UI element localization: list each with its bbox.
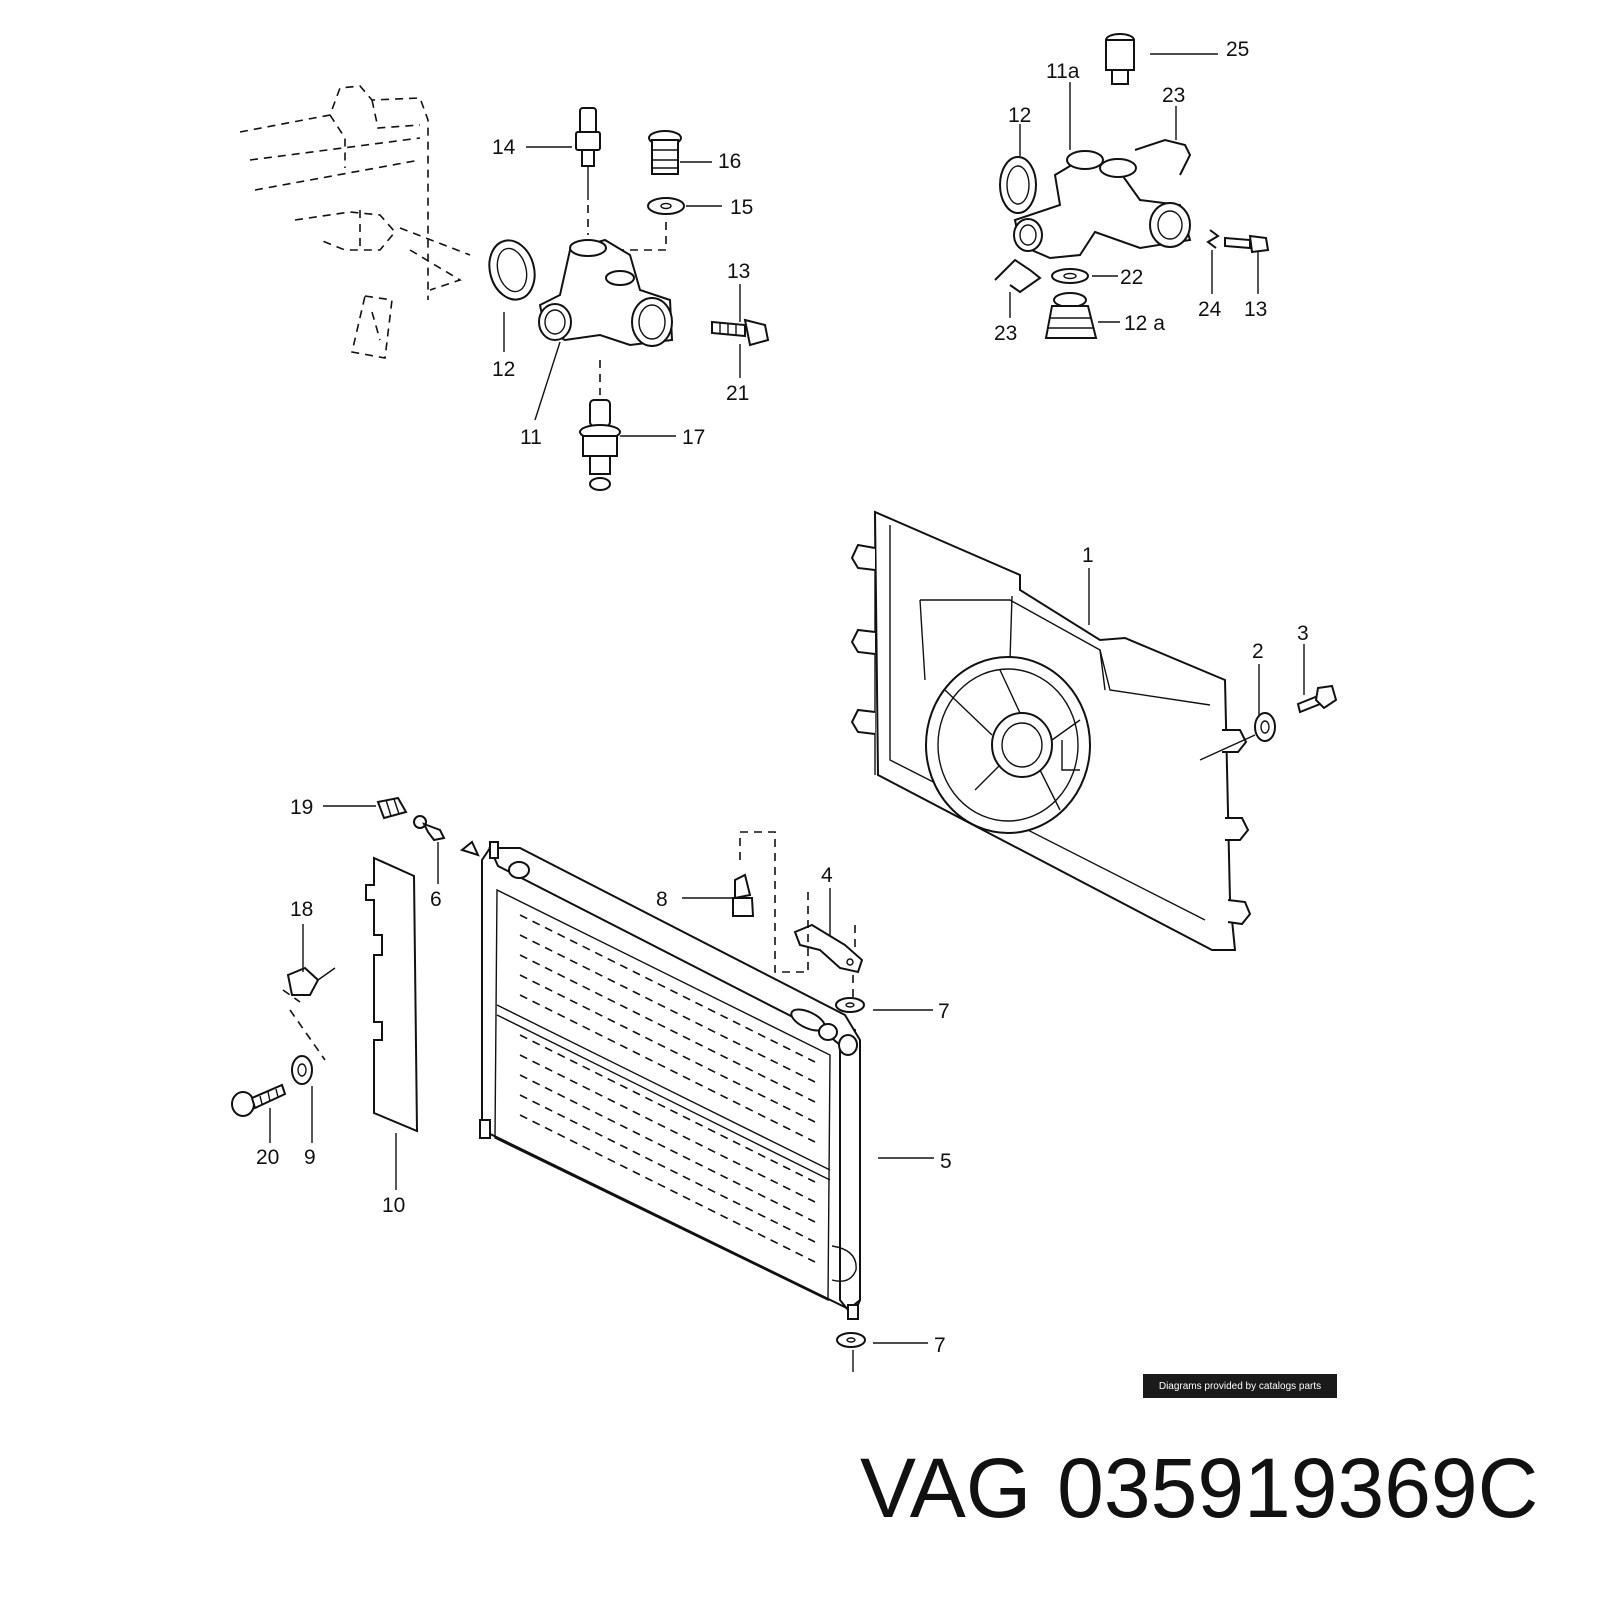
washer-15 bbox=[647, 197, 685, 215]
plug-12a bbox=[1044, 292, 1098, 339]
callout-23-top: 23 bbox=[1162, 84, 1185, 107]
clip-23-top bbox=[1134, 138, 1192, 176]
washer-2 bbox=[1254, 712, 1276, 742]
callout-22: 22 bbox=[1120, 266, 1143, 289]
callout-9: 9 bbox=[304, 1146, 316, 1169]
clip-18 bbox=[286, 966, 320, 996]
callout-12a: 12 a bbox=[1124, 312, 1165, 335]
callout-15: 15 bbox=[730, 196, 753, 219]
callout-20: 20 bbox=[256, 1146, 279, 1169]
callout-8: 8 bbox=[656, 888, 668, 911]
engine-block-outline bbox=[239, 85, 471, 359]
thermostat-housing-assembly bbox=[488, 107, 770, 491]
brand-name: VAG bbox=[860, 1441, 1032, 1535]
callout-4: 4 bbox=[821, 864, 833, 887]
callout-11: 11 bbox=[520, 426, 542, 449]
alternative-flange-assembly bbox=[994, 33, 1270, 339]
rubber-mount-7-bottom bbox=[836, 1332, 866, 1348]
coolant-flange-11 bbox=[538, 238, 674, 347]
callout-18: 18 bbox=[290, 898, 313, 921]
callout-13: 13 bbox=[727, 260, 750, 283]
callout-19: 19 bbox=[290, 796, 313, 819]
callout-6: 6 bbox=[430, 888, 442, 911]
callout-7-bottom: 7 bbox=[934, 1334, 946, 1357]
fan-shroud-1 bbox=[850, 510, 1252, 951]
rubber-mount-7-top bbox=[835, 997, 865, 1013]
diagram-credit-label: Diagrams provided by catalogs parts bbox=[1143, 1374, 1337, 1398]
callout-2: 2 bbox=[1252, 640, 1264, 663]
flange-11a bbox=[1013, 150, 1192, 260]
callout-5: 5 bbox=[940, 1150, 952, 1173]
callout-13-right: 13 bbox=[1244, 298, 1267, 321]
screw-8 bbox=[732, 873, 755, 917]
part-number-value: 035919369C bbox=[1057, 1441, 1539, 1535]
part-number-heading: VAG 035919369C bbox=[860, 1418, 1560, 1558]
callout-25: 25 bbox=[1226, 38, 1249, 61]
bolt-13 bbox=[711, 318, 770, 347]
washer-9 bbox=[291, 1055, 313, 1085]
callout-24: 24 bbox=[1198, 298, 1222, 321]
washer-2-leader bbox=[1199, 734, 1256, 761]
temperature-sender-17 bbox=[579, 399, 621, 491]
callout-12: 12 bbox=[492, 358, 515, 381]
leader-lines bbox=[269, 53, 1305, 1344]
radiator-5 bbox=[459, 840, 862, 1320]
clip-19 bbox=[376, 796, 408, 820]
switch-25 bbox=[1105, 33, 1135, 85]
bracket-4 bbox=[793, 923, 864, 974]
gasket-12-alt bbox=[999, 156, 1037, 214]
sealing-plug-16 bbox=[648, 130, 682, 175]
callout-1: 1 bbox=[1082, 544, 1094, 567]
callout-17: 17 bbox=[682, 426, 705, 449]
callout-21: 21 bbox=[726, 382, 749, 405]
callout-11a: 11a bbox=[1046, 60, 1080, 83]
temperature-sensor-14 bbox=[575, 107, 601, 235]
fastener-6 bbox=[413, 815, 446, 842]
callout-10: 10 bbox=[382, 1194, 405, 1217]
callout-16: 16 bbox=[718, 150, 741, 173]
callout-3: 3 bbox=[1297, 622, 1309, 645]
clip-23-bottom bbox=[994, 258, 1042, 294]
air-deflector-10 bbox=[365, 856, 419, 1133]
callout-14: 14 bbox=[492, 136, 516, 159]
screw-3 bbox=[1296, 684, 1338, 714]
callout-7-top: 7 bbox=[938, 1000, 950, 1023]
screw-8-guide bbox=[739, 831, 809, 973]
callout-23-bottom: 23 bbox=[994, 322, 1017, 345]
screw-20 bbox=[231, 1083, 287, 1117]
gasket-12 bbox=[488, 239, 536, 301]
washer-22 bbox=[1051, 268, 1089, 284]
callout-12-top: 12 bbox=[1008, 104, 1031, 127]
bolt-13-alt bbox=[1224, 234, 1270, 254]
clip-24 bbox=[1206, 229, 1220, 249]
callout-labels: 25 11a 12 23 22 12 a 23 24 13 14 16 15 1… bbox=[256, 38, 1309, 1357]
